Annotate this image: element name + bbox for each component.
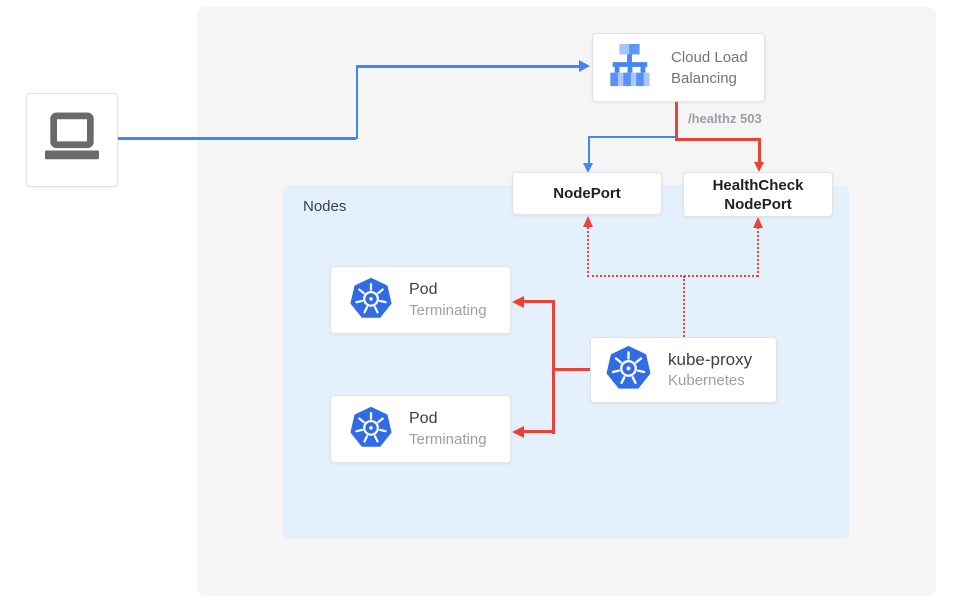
edge-clb-to-healthcheck-segment <box>675 137 761 141</box>
nodeport-node: NodePort <box>512 172 662 215</box>
edge-client-to-clb-segment <box>118 137 356 140</box>
kube-proxy-subtitle: Kubernetes <box>668 372 745 389</box>
arrowhead-into-nodeport-bottom <box>582 215 593 227</box>
arrowhead-into-nodeport <box>583 163 593 173</box>
pod2-labels: Pod Terminating <box>409 408 487 450</box>
edge-client-to-clb-segment <box>355 65 358 139</box>
arrowhead-into-healthcheck-bottom <box>752 216 763 228</box>
edge-kubeproxy-to-pods-segment <box>551 300 555 434</box>
cloud-load-balancing-node: Cloud Load Balancing <box>592 33 765 102</box>
kubernetes-icon <box>349 405 393 454</box>
edge-client-to-clb-segment <box>355 65 580 68</box>
edge-kubeproxy-to-ports-dotted-segment <box>587 275 758 277</box>
edge-kubeproxy-to-pods-segment <box>551 367 591 371</box>
pod2-title: Pod <box>409 410 438 427</box>
pod1-status: Terminating <box>409 302 487 319</box>
kubernetes-icon <box>349 276 393 325</box>
pod1-node: Pod Terminating <box>330 266 511 334</box>
pod1-title: Pod <box>409 281 438 298</box>
edge-clb-to-healthcheck-segment <box>675 101 678 140</box>
arrowhead-into-pod2 <box>512 425 524 438</box>
edge-kubeproxy-to-nodeport-dotted-segment <box>586 227 589 277</box>
kube-proxy-title: kube-proxy <box>668 350 753 369</box>
kube-proxy-labels: kube-proxy Kubernetes <box>668 349 752 391</box>
cloud-load-balancing-icon <box>605 42 655 93</box>
kubernetes-icon <box>605 344 652 396</box>
nodes-group-label: Nodes <box>303 198 347 215</box>
arrowhead-into-clb <box>579 60 590 72</box>
laptop-icon <box>41 111 103 170</box>
healthcheck-nodeport-label: HealthCheck NodePort <box>712 176 804 213</box>
edge-clb-to-nodeport-segment <box>588 135 677 138</box>
edge-kubeproxy-to-pod2-segment <box>524 430 553 433</box>
arrowhead-into-pod1 <box>512 295 524 308</box>
healthz-503-label: /healthz 503 <box>688 111 762 126</box>
kube-proxy-node: kube-proxy Kubernetes <box>590 337 777 403</box>
pod2-node: Pod Terminating <box>330 395 511 463</box>
client-node <box>26 93 118 187</box>
edge-kubeproxy-to-pod1-segment <box>524 300 553 303</box>
healthcheck-nodeport-node: HealthCheck NodePort <box>683 172 833 217</box>
nodeport-label: NodePort <box>553 185 621 202</box>
arrowhead-into-healthcheck-nodeport <box>754 162 764 172</box>
edge-clb-to-healthcheck-segment <box>758 137 761 164</box>
edge-kubeproxy-to-ports-dotted-segment <box>682 276 685 337</box>
pod2-status: Terminating <box>409 431 487 448</box>
edge-kubeproxy-to-healthcheck-dotted-segment <box>756 227 759 277</box>
edge-clb-to-nodeport-segment <box>587 135 590 165</box>
pod1-labels: Pod Terminating <box>409 279 487 321</box>
cloud-load-balancing-label: Cloud Load Balancing <box>671 48 748 87</box>
